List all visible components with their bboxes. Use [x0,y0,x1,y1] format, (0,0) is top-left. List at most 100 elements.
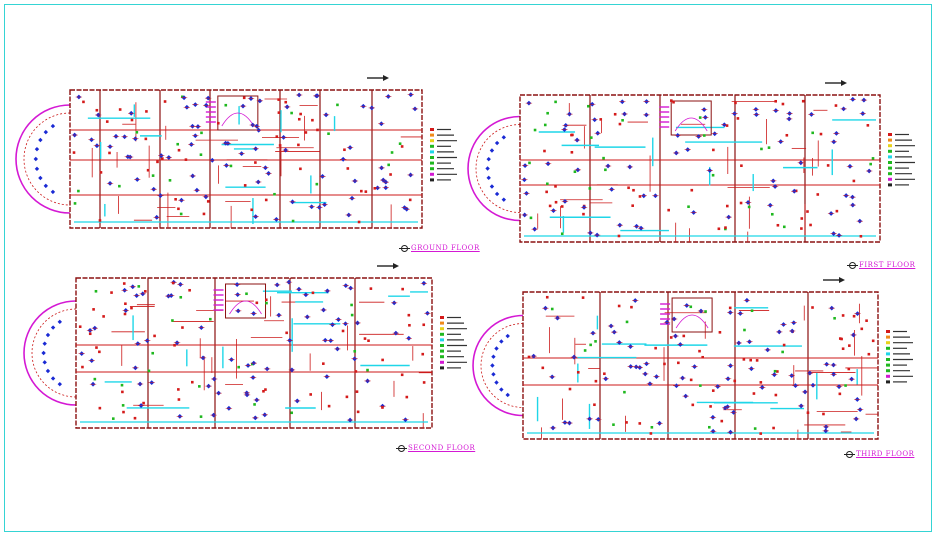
light-fixture-icon [50,123,56,129]
outlet-icon [356,410,360,414]
outlet-icon [742,358,746,361]
outlet-icon [184,158,188,161]
outlet-icon [835,209,839,213]
ground-floor-label: GROUND FLOOR [411,244,480,252]
outlet-icon [670,99,673,102]
outlet-icon [316,128,319,132]
switch-icon [773,369,777,373]
outlet-icon [834,104,838,107]
switch-icon [168,179,172,182]
outlet-icon [698,349,701,353]
outlet-icon [369,287,373,290]
switch-icon [844,384,847,387]
outlet-icon [720,419,724,423]
outlet-icon [144,137,148,141]
outlet-icon [852,179,856,183]
light-fixture-icon [38,175,43,181]
outlet-icon [284,100,288,104]
outlet-icon [866,124,870,127]
outlet-icon [118,108,122,111]
switch-icon [699,384,702,387]
outlet-icon [865,319,868,322]
legend-swatch-icon [430,172,434,176]
outlet-icon [724,226,727,229]
switch-icon [199,415,203,418]
legend-swatch-icon [430,150,434,154]
outlet-icon [181,326,184,329]
outlet-icon [677,361,680,365]
outlet-icon [130,118,134,122]
outlet-icon [173,343,176,347]
outlet-icon [785,133,789,137]
switch-icon [73,202,77,205]
outlet-icon [774,393,778,397]
outlet-icon [617,304,621,308]
switch-icon [833,316,836,320]
outlet-icon [81,365,84,369]
outlet-icon [852,314,856,318]
legend-swatch-icon [888,172,892,176]
outlet-icon [599,118,603,121]
legend-swatch-icon [886,346,890,350]
switch-icon [229,164,233,168]
switch-icon [135,130,139,134]
outlet-icon [819,132,823,136]
light-fixture-icon [42,360,47,365]
switch-icon [782,225,786,229]
switch-icon [290,411,293,415]
outlet-icon [278,144,282,147]
outlet-icon [124,302,127,306]
switch-icon [550,307,554,311]
legend-swatch-icon [888,166,892,170]
switch-icon [199,153,203,156]
switch-icon [291,219,295,223]
switch-icon [589,136,593,139]
curved-wall-inner [23,112,71,206]
legend-swatch-icon [888,177,892,181]
outlet-icon [354,370,358,373]
outlet-icon [649,432,653,435]
outlet-icon [841,347,845,351]
outlet-icon [297,143,300,147]
light-fixture-icon [50,376,56,381]
outlet-icon [177,398,181,401]
outlet-icon [299,167,302,171]
light-fixture-icon [50,189,56,195]
outlet-icon [806,411,810,415]
outlet-icon [576,370,580,374]
switch-icon [702,134,706,137]
outlet-icon [593,403,596,407]
light-fixture-icon [43,183,49,189]
switch-icon [650,425,654,429]
outlet-icon [776,370,779,373]
outlet-icon [733,379,737,383]
outlet-icon [191,380,194,384]
outlet-icon [277,98,280,101]
outlet-icon [570,133,573,137]
light-fixture-icon [505,333,510,339]
outlet-icon [345,395,349,399]
outlet-icon [867,352,871,356]
outlet-icon [801,99,805,103]
light-fixture-icon [34,146,40,152]
legend-swatch-icon [886,352,890,356]
outlet-icon [632,188,635,192]
outlet-icon [142,401,145,405]
first-floor-plan [467,80,915,243]
switch-icon [560,232,564,236]
outlet-icon [806,210,809,213]
outlet-icon [838,392,842,396]
switch-icon [290,111,293,115]
legend-swatch-icon [440,344,444,347]
legend-swatch-icon [886,374,890,378]
outlet-icon [405,395,409,399]
legend-swatch-icon [888,149,892,153]
outlet-icon [408,198,412,202]
curved-wall-inner [31,308,77,398]
switch-icon [336,103,339,107]
outlet-icon [108,151,111,155]
outlet-icon [848,344,851,347]
outlet-icon [759,381,763,384]
switch-icon [760,147,763,151]
switch-icon [176,142,180,146]
